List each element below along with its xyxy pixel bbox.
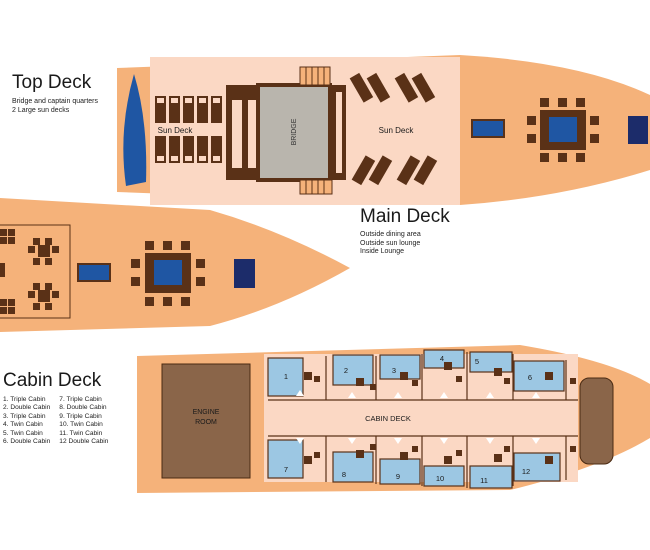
cabin-list-item: 11. Twin Cabin	[59, 429, 103, 437]
sun-deck-right-label: Sun Deck	[379, 126, 415, 135]
cabin-list-item: 4. Twin Cabin	[3, 421, 43, 429]
forward-hatch	[579, 377, 614, 465]
cabin-list-item: 9. Triple Cabin	[59, 412, 102, 420]
main-deck-bench	[77, 263, 111, 282]
main-deck-notes: Outside dining area Outside sun lounge I…	[360, 231, 421, 257]
engine-room	[161, 363, 251, 479]
cabin-list-item: 7. Triple Cabin	[59, 396, 102, 403]
bridge-label: BRIDGE	[291, 118, 298, 145]
sun-loungers-right	[349, 72, 438, 186]
top-deck-plan: Sun Deck BRIDGE Sun Deck	[117, 55, 650, 205]
cabin-number-10: 10	[436, 474, 444, 483]
cabin-list-column-1: 1. Triple Cabin 2. Double Cabin 3. Tripl…	[3, 396, 50, 446]
cabin-list-item: 8. Double Cabin	[59, 404, 107, 412]
top-deck-note: Bridge and captain quarters	[12, 98, 98, 105]
engine-room-label-2: ROOM	[195, 419, 217, 426]
cabin-list-item: 1. Triple Cabin	[3, 396, 46, 403]
bridge-room	[256, 83, 332, 182]
engine-room-label-1: ENGINE	[193, 409, 220, 416]
cabin-list-column-2: 7. Triple Cabin 8. Double Cabin 9. Tripl…	[59, 396, 108, 446]
main-deck-note: Outside sun lounge	[360, 239, 421, 247]
cabin-list: 1. Triple Cabin 2. Double Cabin 3. Tripl…	[3, 396, 108, 446]
cabin-8	[332, 451, 374, 483]
cabin-2	[332, 354, 374, 386]
tender-boat	[123, 74, 147, 186]
main-deck-small-tables	[0, 229, 59, 314]
sun-deck-left-label: Sun Deck	[158, 126, 194, 135]
main-deck-dining-table	[131, 241, 205, 306]
cabin-number-9: 9	[396, 472, 400, 481]
cabin-number-8: 8	[342, 470, 346, 479]
cabin-number-2: 2	[344, 366, 348, 375]
cabin-number-5: 5	[475, 357, 479, 366]
main-deck-note: Outside dining area	[360, 231, 421, 238]
top-deck-navy-hatch	[628, 116, 648, 144]
cabin-number-11: 11	[480, 476, 488, 485]
cabin-fixtures	[304, 362, 576, 464]
cabin-7	[267, 439, 304, 479]
cabin-list-item: 3. Triple Cabin	[3, 412, 46, 420]
cabin-number-4: 4	[440, 354, 444, 363]
cabin-number-12: 12	[522, 467, 530, 476]
cabin-number-6: 6	[528, 373, 532, 382]
cabin-list-item: 6. Double Cabin	[3, 438, 51, 446]
cabin-1	[267, 357, 304, 397]
cabin-12	[513, 452, 561, 482]
top-deck-note: 2 Large sun decks	[12, 106, 70, 114]
bridge-stairs-top	[299, 66, 331, 86]
main-deck-lounge-outline	[0, 224, 71, 319]
top-deck-dining-table	[527, 98, 599, 162]
main-deck-navy-hatch	[234, 259, 255, 288]
cabin-number-1: 1	[284, 372, 288, 381]
cabin-list-item: 10. Twin Cabin	[59, 421, 103, 429]
main-deck-note: Inside Lounge	[360, 248, 404, 256]
cabin-rooms	[267, 349, 565, 489]
sun-loungers-left	[155, 96, 222, 163]
main-deck-title: Main Deck	[360, 206, 450, 227]
cabin-list-item: 2. Double Cabin	[3, 404, 51, 412]
cabin-11	[469, 465, 513, 489]
bridge-wing-left	[232, 100, 242, 168]
cabin-9	[379, 458, 421, 485]
cabin-5	[469, 351, 513, 373]
cabin-deck-plan: ENGINE ROOM	[137, 345, 650, 493]
cabin-number-3: 3	[392, 366, 396, 375]
cabin-list-item: 5. Twin Cabin	[3, 429, 43, 437]
cabin-list-item: 12 Double Cabin	[59, 438, 109, 446]
cabin-deck-title: Cabin Deck	[3, 370, 102, 391]
bridge-stairs-bottom	[299, 179, 333, 195]
cabin-10	[423, 465, 465, 487]
cabin-number-7: 7	[284, 465, 288, 474]
cabin-number-labels: 1 2 3 4 5 6 7 8 9 10 11 12	[284, 354, 532, 485]
main-deck-plan	[0, 198, 350, 332]
cabin-door-markers	[296, 390, 540, 444]
top-deck-title: Top Deck	[12, 72, 92, 93]
top-deck-bench	[471, 119, 505, 138]
cabin-deck-center-label: CABIN DECK	[365, 414, 411, 423]
top-deck-notes: Bridge and captain quarters 2 Large sun …	[12, 98, 98, 115]
cabin-walls	[268, 352, 578, 488]
cabin-6	[513, 360, 565, 392]
